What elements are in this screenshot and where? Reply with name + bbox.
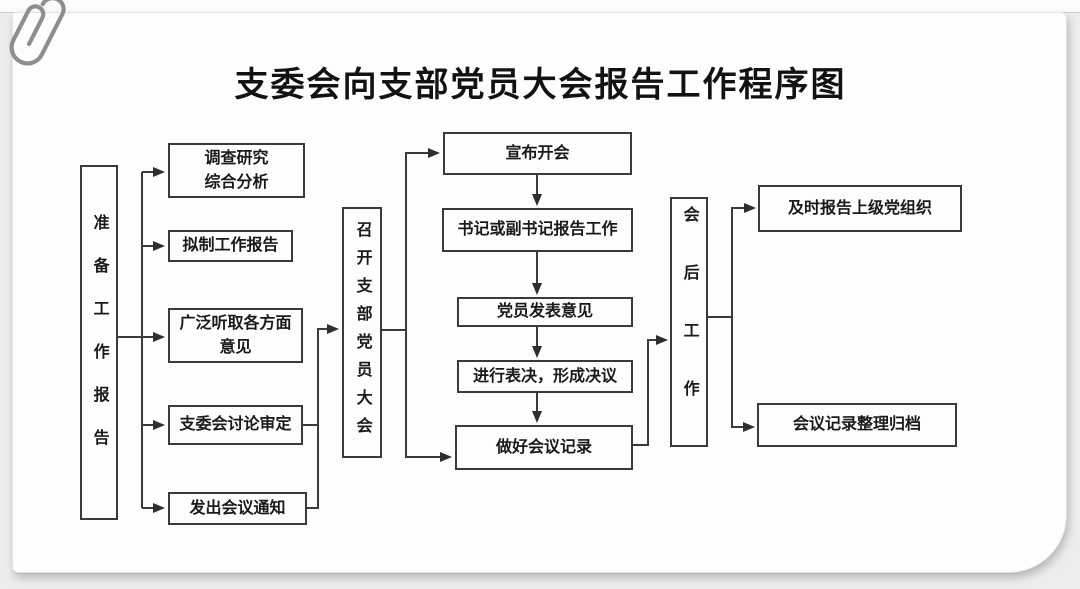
stage-label: 会后工作	[680, 206, 698, 438]
stage-box-convene-meeting: 召开支部党员大会	[342, 207, 382, 458]
page-title: 支委会向支部党员大会报告工作程序图	[234, 66, 847, 104]
step-box-send-notice: 发出会议通知	[168, 492, 307, 525]
stage-box-prepare-report: 准备工作报告	[80, 165, 118, 520]
step-box-members-opinions: 党员发表意见	[457, 297, 633, 327]
step-box-collect-opinions: 广泛听取各方面 意见	[168, 308, 303, 363]
step-box-archive-minutes: 会议记录整理归档	[757, 403, 957, 447]
step-box-report-higher-org: 及时报告上级党组织	[758, 185, 962, 232]
step-box-meeting-minutes: 做好会议记录	[455, 425, 633, 470]
step-box-committee-review: 支委会讨论审定	[168, 405, 303, 445]
step-box-vote-resolution: 进行表决，形成决议	[457, 360, 633, 393]
stage-box-after-work: 会后工作	[670, 197, 708, 447]
step-box-secretary-report: 书记或副书记报告工作	[442, 208, 633, 252]
step-box-announce-opening: 宣布开会	[443, 132, 632, 175]
step-box-research-analysis: 调查研究 综合分析	[168, 143, 305, 198]
stage-label: 召开支部党员大会	[353, 220, 371, 445]
paperclip-icon	[9, 0, 66, 66]
step-box-draft-report: 拟制工作报告	[168, 230, 293, 262]
paper-card: 支委会向支部党员大会报告工作程序图	[12, 12, 1067, 573]
stage-label: 准备工作报告	[90, 213, 108, 472]
